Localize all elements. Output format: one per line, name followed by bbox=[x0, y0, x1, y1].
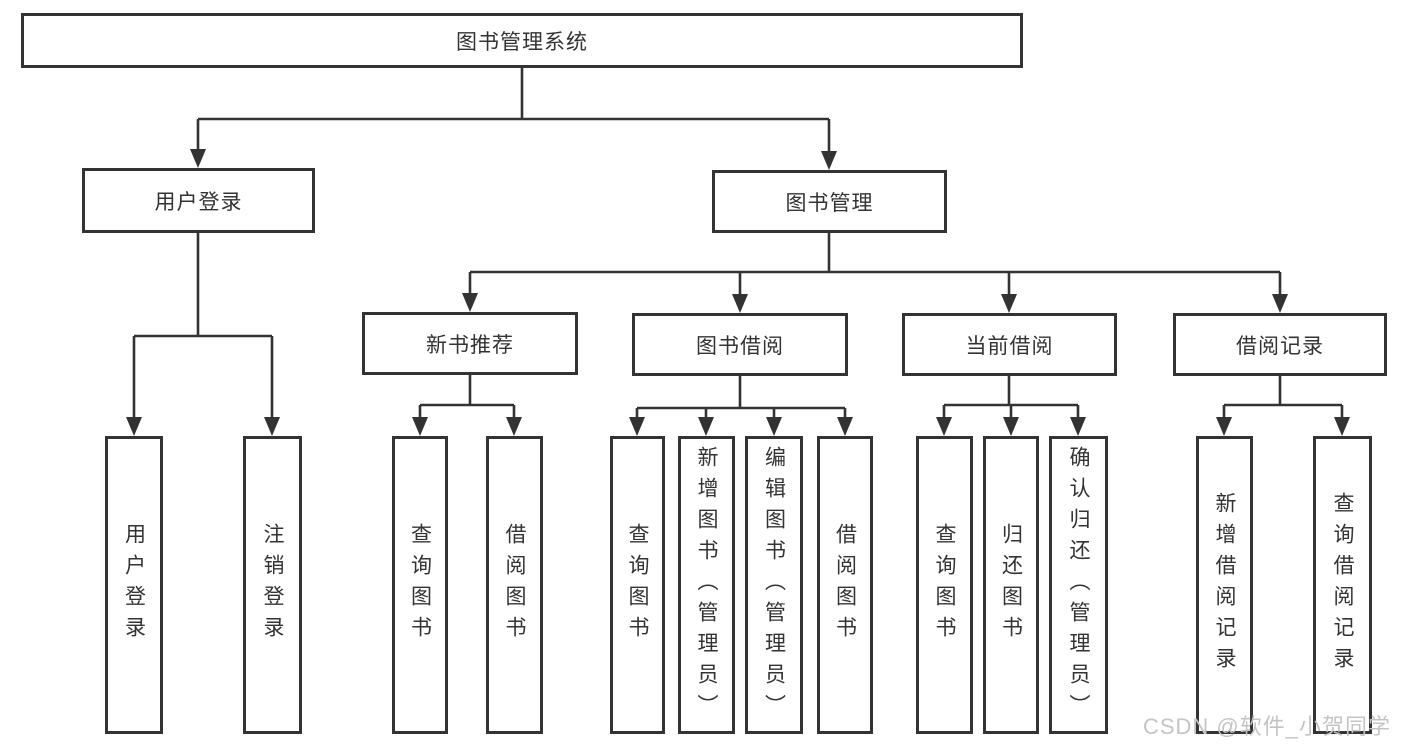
node-root: 图书管理系统 bbox=[21, 13, 1023, 68]
leaf-add-record-label: 新增借阅记录 bbox=[1213, 492, 1236, 678]
arrowhead bbox=[698, 417, 714, 436]
arrowhead bbox=[1001, 294, 1017, 313]
leaf-edit-book-label: 编辑图书（管理员） bbox=[762, 445, 786, 725]
node-book-borrow: 图书借阅 bbox=[632, 313, 848, 376]
edge-current-borrow-to-leaves bbox=[942, 376, 1080, 419]
arrowhead bbox=[837, 417, 853, 436]
edge-book-borrow-to-leaves bbox=[635, 376, 847, 419]
leaf-query-book-3: 查询图书 bbox=[916, 436, 973, 734]
arrowhead bbox=[126, 417, 142, 436]
node-new-book-rec-label: 新书推荐 bbox=[426, 333, 514, 357]
arrowhead bbox=[462, 293, 478, 312]
edge-user-login-to-leaves bbox=[132, 233, 274, 419]
leaf-query-book-3-label: 查询图书 bbox=[933, 523, 956, 647]
node-book-mgmt: 图书管理 bbox=[712, 170, 947, 233]
edge-new-book-rec-to-leaves bbox=[418, 375, 516, 419]
leaf-edit-book: 编辑图书（管理员） bbox=[745, 436, 803, 734]
node-current-borrow-label: 当前借阅 bbox=[965, 334, 1054, 358]
leaf-query-record: 查询借阅记录 bbox=[1313, 436, 1372, 734]
node-new-book-rec: 新书推荐 bbox=[362, 312, 578, 375]
arrowhead bbox=[629, 417, 645, 436]
node-borrow-records: 借阅记录 bbox=[1173, 313, 1387, 376]
node-root-label: 图书管理系统 bbox=[456, 30, 588, 54]
tree-edges bbox=[132, 68, 1344, 419]
leaf-borrow-book-1-label: 借阅图书 bbox=[503, 523, 526, 647]
arrowhead bbox=[732, 294, 748, 313]
edge-root-to-level2 bbox=[196, 68, 831, 153]
leaf-borrow-book-2: 借阅图书 bbox=[817, 436, 873, 734]
arrowhead bbox=[1070, 417, 1086, 436]
leaf-add-book-label: 新增图书（管理员） bbox=[695, 445, 718, 725]
leaf-add-record: 新增借阅记录 bbox=[1196, 436, 1253, 734]
leaf-borrow-book-1: 借阅图书 bbox=[486, 436, 543, 734]
leaf-query-book-2: 查询图书 bbox=[610, 436, 665, 734]
arrowhead bbox=[1334, 417, 1350, 436]
arrowhead bbox=[506, 417, 522, 436]
leaf-query-record-label: 查询借阅记录 bbox=[1331, 492, 1354, 678]
node-borrow-records-label: 借阅记录 bbox=[1236, 334, 1324, 358]
arrowhead bbox=[936, 417, 952, 436]
leaf-confirm-return-label: 确认归还（管理员） bbox=[1067, 445, 1090, 725]
arrowhead bbox=[1272, 294, 1288, 313]
leaf-query-book-1-label: 查询图书 bbox=[408, 523, 432, 647]
leaf-query-book-2-label: 查询图书 bbox=[626, 523, 649, 647]
node-current-borrow: 当前借阅 bbox=[902, 313, 1117, 376]
arrowhead bbox=[766, 417, 782, 436]
leaf-add-book: 新增图书（管理员） bbox=[678, 436, 735, 734]
leaf-user-login: 用户登录 bbox=[105, 436, 163, 734]
arrowhead bbox=[821, 151, 837, 170]
leaf-logout-label: 注销登录 bbox=[261, 523, 284, 647]
leaf-borrow-book-2-label: 借阅图书 bbox=[833, 523, 857, 647]
edge-book-mgmt-to-level3 bbox=[468, 233, 1282, 296]
leaf-confirm-return: 确认归还（管理员） bbox=[1049, 436, 1108, 734]
arrowhead bbox=[1216, 417, 1232, 436]
node-book-borrow-label: 图书借阅 bbox=[696, 334, 784, 358]
leaf-query-book-1: 查询图书 bbox=[392, 436, 448, 734]
arrowhead bbox=[412, 417, 428, 436]
node-user-login-label: 用户登录 bbox=[154, 190, 243, 214]
arrowhead bbox=[264, 417, 280, 436]
arrowhead bbox=[190, 149, 206, 168]
node-user-login: 用户登录 bbox=[82, 168, 315, 233]
csdn-watermark: CSDN @软件_小贺同学 bbox=[1142, 714, 1391, 739]
leaf-return-book-label: 归还图书 bbox=[999, 523, 1023, 647]
arrowhead bbox=[1003, 417, 1019, 436]
edge-borrow-records-to-leaves bbox=[1222, 376, 1344, 419]
node-book-mgmt-label: 图书管理 bbox=[785, 191, 874, 215]
leaf-return-book: 归还图书 bbox=[983, 436, 1039, 734]
leaf-logout: 注销登录 bbox=[243, 436, 302, 734]
leaf-user-login-label: 用户登录 bbox=[122, 523, 146, 647]
arrowheads bbox=[126, 149, 1350, 436]
